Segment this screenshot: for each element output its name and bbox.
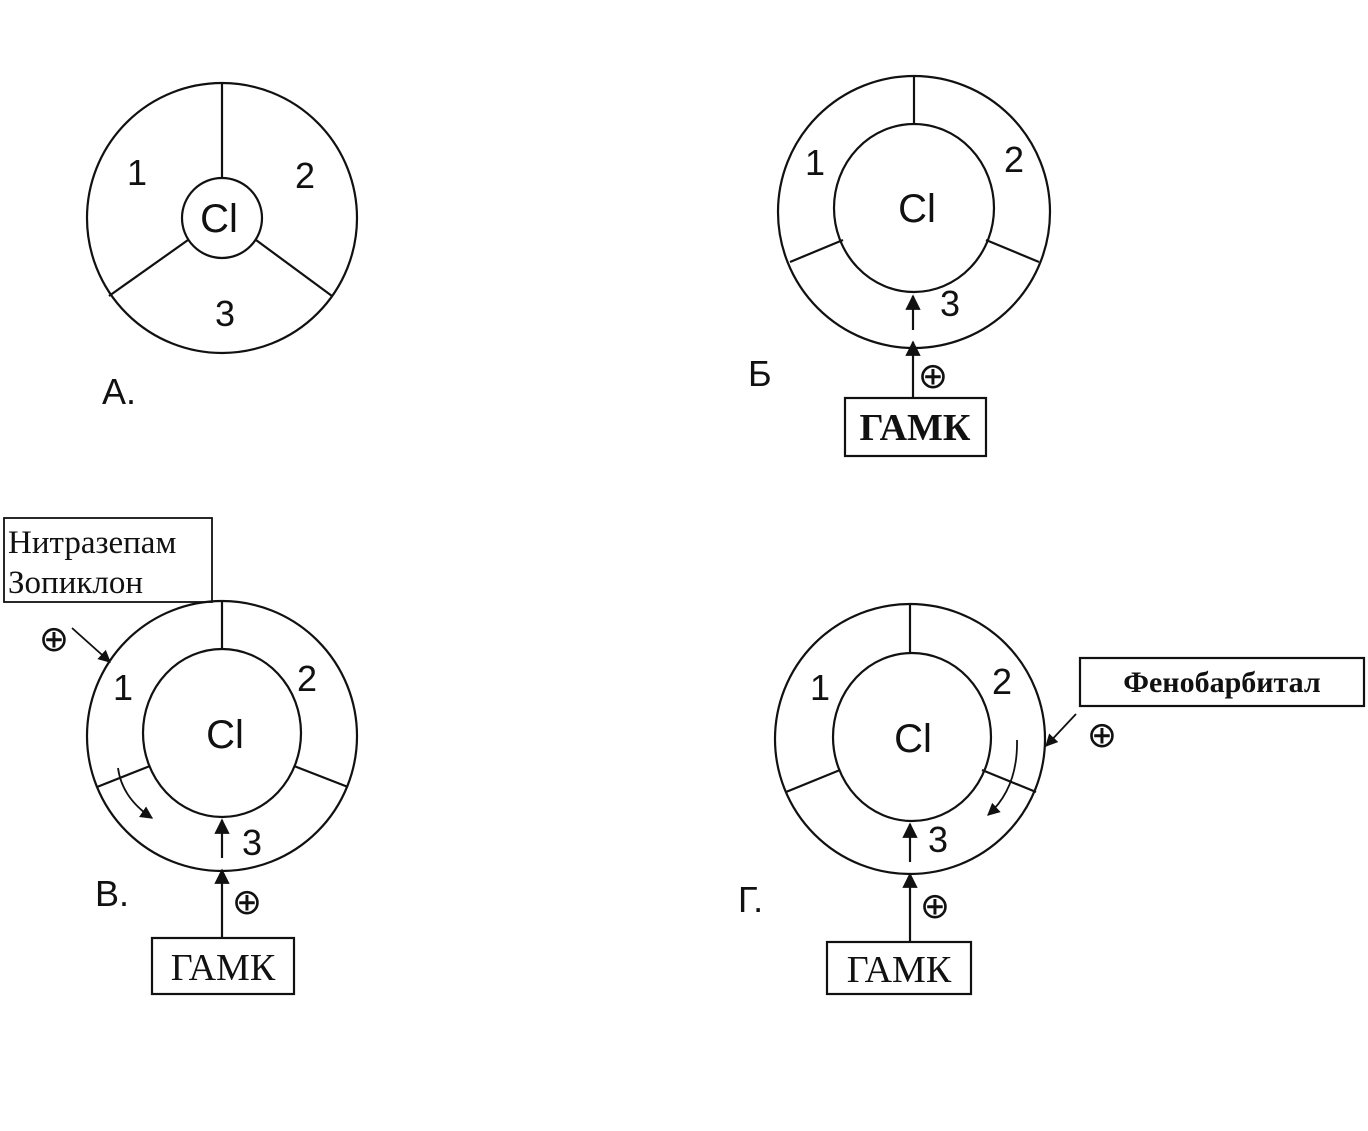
segment-2-label: 2 [992,661,1012,702]
ion-label: Cl [894,717,932,761]
segment-divider [985,238,1040,264]
segment-divider [96,764,151,789]
agonist-box [150,936,296,996]
agonist-effect-sign: ⊕ [920,885,950,926]
agonist-label: ГАМК [847,949,952,991]
segment-3-label: 3 [928,819,948,860]
modulator-effect-sign: ⊕ [39,618,69,659]
segment-3-label: 3 [215,293,235,334]
segment-2-label: 2 [1004,139,1024,180]
panel-v: Нитразепам Зопиклон ⊕ 1 2 3 Cl ⊕ ГАМК В. [3,517,359,996]
panel-b: 1 2 3 Cl ⊕ ГАМК Б [748,74,1052,458]
modulator-arrow [71,627,111,663]
segment-3-label: 3 [940,283,960,324]
panel-label: Б [748,353,772,394]
segment-divider [108,239,189,297]
panel-label: А. [102,371,136,412]
agonist-label: ГАМК [860,407,971,449]
agonist-box [825,940,973,996]
agonist-effect-sign: ⊕ [918,355,948,396]
segment-3-label: 3 [242,822,262,863]
segment-1-label: 1 [127,152,147,193]
segment-divider [785,768,841,794]
segment-1-label: 1 [805,142,825,183]
panel-label: В. [95,873,129,914]
segment-1-label: 1 [113,667,133,708]
ion-label: Cl [200,197,238,241]
agonist-box [843,396,988,458]
modulator-label: Фенобарбитал [1123,666,1321,699]
ion-label: Cl [898,187,936,231]
segment-1-label: 1 [810,667,830,708]
modulator-2-label: Зопиклон [8,565,143,601]
panel-a: 1 2 3 Cl А. [85,81,359,412]
panel-label: Г. [738,879,763,920]
segment-divider [255,239,333,297]
allosteric-curve-arrow [987,739,1018,816]
modulator-arrow [1045,713,1077,747]
segment-divider [789,238,844,264]
panel-g: 1 2 3 Cl Фенобарбитал ⊕ ⊕ ГАМК Г. [738,602,1366,996]
modulator-1-label: Нитразепам [8,525,176,561]
modulator-box [1078,656,1366,708]
allosteric-curve-arrow [117,767,154,819]
agonist-label: ГАМК [171,947,276,989]
modulator-effect-sign: ⊕ [1087,714,1117,755]
segment-2-label: 2 [295,155,315,196]
chloride-channel [831,651,993,823]
segment-divider [981,768,1037,794]
agonist-effect-sign: ⊕ [232,881,262,922]
ion-label: Cl [206,713,244,757]
segment-divider [293,764,349,789]
segment-2-label: 2 [297,658,317,699]
modulator-box [3,517,213,603]
